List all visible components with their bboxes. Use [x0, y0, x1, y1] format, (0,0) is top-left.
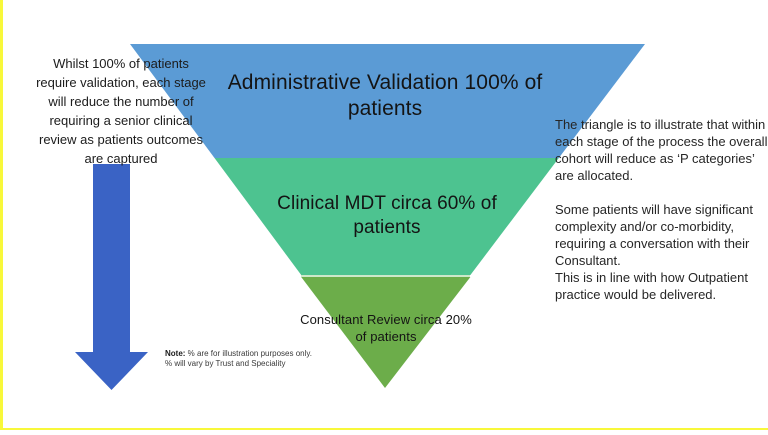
left-annotation-text: Whilst 100% of patients require validati… — [36, 56, 206, 166]
footnote-text: Note: % are for illustration purposes on… — [165, 349, 325, 369]
footnote-line2: % will vary by Trust and Speciality — [165, 359, 286, 368]
footnote-label: Note: — [165, 349, 186, 358]
footnote-line1: % are for illustration purposes only. — [185, 349, 313, 358]
right-annotation-paragraph-1: The triangle is to illustrate that withi… — [555, 117, 768, 183]
stage-label-clinical-mdt: Clinical MDT circa 60% of patients — [277, 193, 497, 238]
down-arrow-icon — [75, 164, 148, 390]
yellow-border-bottom — [0, 428, 768, 430]
stage-label-consultant-review: Consultant Review circa 20% of patients — [300, 312, 472, 344]
funnel-stage-administrative-validation — [130, 44, 645, 158]
funnel-stage-consultant-review — [301, 277, 471, 388]
funnel-stage-clinical-mdt — [214, 158, 559, 275]
right-annotation-text: The triangle is to illustrate that withi… — [555, 116, 768, 320]
stage-label-administrative-validation: Administrative Validation 100% of patien… — [227, 71, 543, 120]
yellow-border-left — [0, 0, 3, 430]
right-annotation-paragraph-2: Some patients will have significant comp… — [555, 202, 753, 302]
